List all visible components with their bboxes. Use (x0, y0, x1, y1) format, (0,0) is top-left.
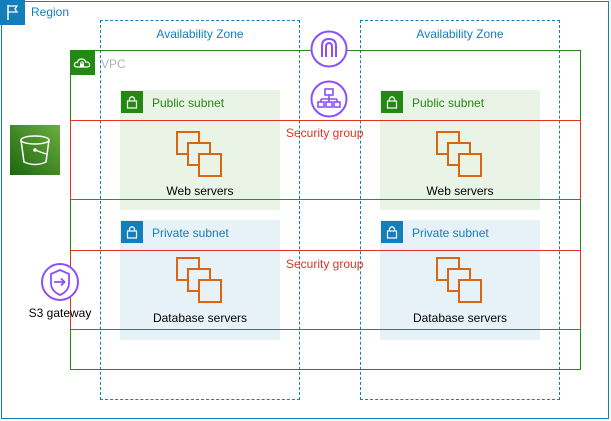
public-subnet-lock-icon (121, 91, 143, 113)
web-servers-instances-icon (176, 131, 222, 177)
database-servers-instances-icon (436, 257, 482, 303)
s3-gateway-label: S3 gateway (28, 306, 92, 320)
security-group-db-label: Security group (286, 257, 364, 271)
s3-bucket-icon (10, 125, 60, 175)
security-group-web (70, 120, 581, 200)
s3-gateway-endpoint-icon (41, 263, 79, 301)
public-subnet-lock-icon (381, 91, 403, 113)
web-servers-label: Web servers (166, 184, 234, 198)
load-balancer-icon (310, 80, 348, 118)
availability-zone-2-label: Availability Zone (416, 27, 504, 41)
security-group-web-label: Security group (286, 126, 364, 140)
vpc-label: VPC (101, 57, 126, 71)
private-subnet-lock-icon (121, 221, 143, 243)
availability-zone-2 (360, 20, 560, 400)
region-label: Region (31, 5, 70, 19)
public-subnet-label: Public subnet (152, 96, 225, 110)
database-servers-instances-icon (176, 257, 222, 303)
region-flag-icon (0, 0, 25, 25)
availability-zone-1-label: Availability Zone (156, 27, 244, 41)
availability-zone-1 (100, 20, 300, 400)
internet-gateway-icon (310, 30, 348, 68)
private-subnet-label: Private subnet (412, 226, 489, 240)
database-servers-label: Database servers (152, 311, 248, 325)
private-subnet-lock-icon (381, 221, 403, 243)
private-subnet-label: Private subnet (152, 226, 229, 240)
public-subnet-label: Public subnet (412, 96, 485, 110)
web-servers-instances-icon (436, 131, 482, 177)
vpc-cloud-icon (71, 51, 95, 75)
database-servers-label: Database servers (412, 311, 508, 325)
web-servers-label: Web servers (426, 184, 494, 198)
